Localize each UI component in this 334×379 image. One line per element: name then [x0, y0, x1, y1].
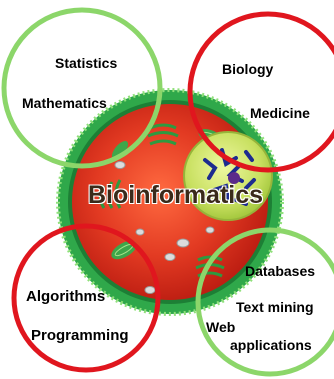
label-databases: Databases — [245, 264, 315, 278]
label-statistics: Statistics — [55, 56, 117, 70]
label-text-mining: Text mining — [236, 300, 314, 314]
center-title: Bioinformatics — [88, 183, 263, 208]
label-medicine: Medicine — [250, 106, 310, 120]
label-algorithms: Algorithms — [26, 289, 105, 304]
label-programming: Programming — [31, 328, 129, 343]
label-biology: Biology — [222, 62, 273, 76]
label-web: Web — [206, 320, 235, 334]
label-applications: applications — [230, 338, 312, 352]
label-mathematics: Mathematics — [22, 96, 107, 110]
